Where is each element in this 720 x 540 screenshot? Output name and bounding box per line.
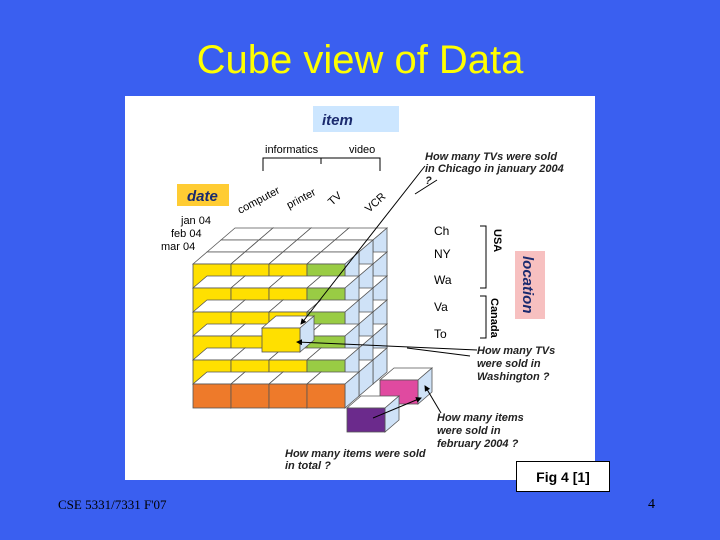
date-header: date (187, 188, 218, 205)
slide-title: Cube view of Data (196, 38, 524, 82)
highlight-cube-tv-chicago (260, 315, 316, 353)
question-tvs-washington-text: How many TVs were sold in Washington ? (477, 345, 556, 383)
city-label-to: To (434, 327, 447, 341)
location-brackets (480, 225, 487, 339)
date-label-jan04: jan 04 (180, 215, 211, 227)
city-label-wa: Wa (434, 273, 452, 287)
date-label-feb04: feb 04 (171, 228, 202, 240)
item-label-computer: computer (236, 184, 282, 216)
item-group-video: video (349, 144, 375, 156)
location-header-box (515, 251, 545, 319)
location-header: location (519, 256, 536, 314)
highlight-cube-total (345, 395, 401, 433)
country-label-usa: USA (491, 229, 503, 252)
item-label-tv: TV (326, 189, 345, 208)
city-label-ny: NY (434, 247, 451, 261)
item-group-bracket (262, 157, 381, 171)
question-tvs-chicago-text: How many TVs were sold in Chicago in jan… (425, 151, 564, 187)
city-label-va: Va (434, 300, 448, 314)
item-group-informatics: informatics (265, 144, 319, 156)
highlight-cube-washington (378, 367, 434, 405)
date-header-box (177, 184, 229, 206)
item-header: item (322, 112, 353, 129)
figure-caption: Fig 4 [1] (516, 461, 610, 492)
question-pointers (296, 165, 478, 419)
course-footer: CSE 5331/7331 F'07 (58, 497, 167, 512)
city-label-ch: Ch (434, 224, 449, 238)
page-number: 4 (648, 497, 655, 512)
item-header-box (313, 106, 399, 132)
data-cube (191, 227, 434, 433)
cube-cell (305, 371, 361, 409)
question-items-total-text: How many items were sold in total ? (285, 448, 426, 472)
question-items-feb-text: How many items were sold in february 200… (437, 412, 524, 450)
country-label-canada: Canada (488, 298, 500, 339)
item-label-printer: printer (285, 186, 318, 211)
cube-figure: item date informatics video computer pri… (125, 96, 595, 480)
item-label-vcr: VCR (363, 191, 388, 215)
date-label-mar04: mar 04 (161, 241, 195, 253)
